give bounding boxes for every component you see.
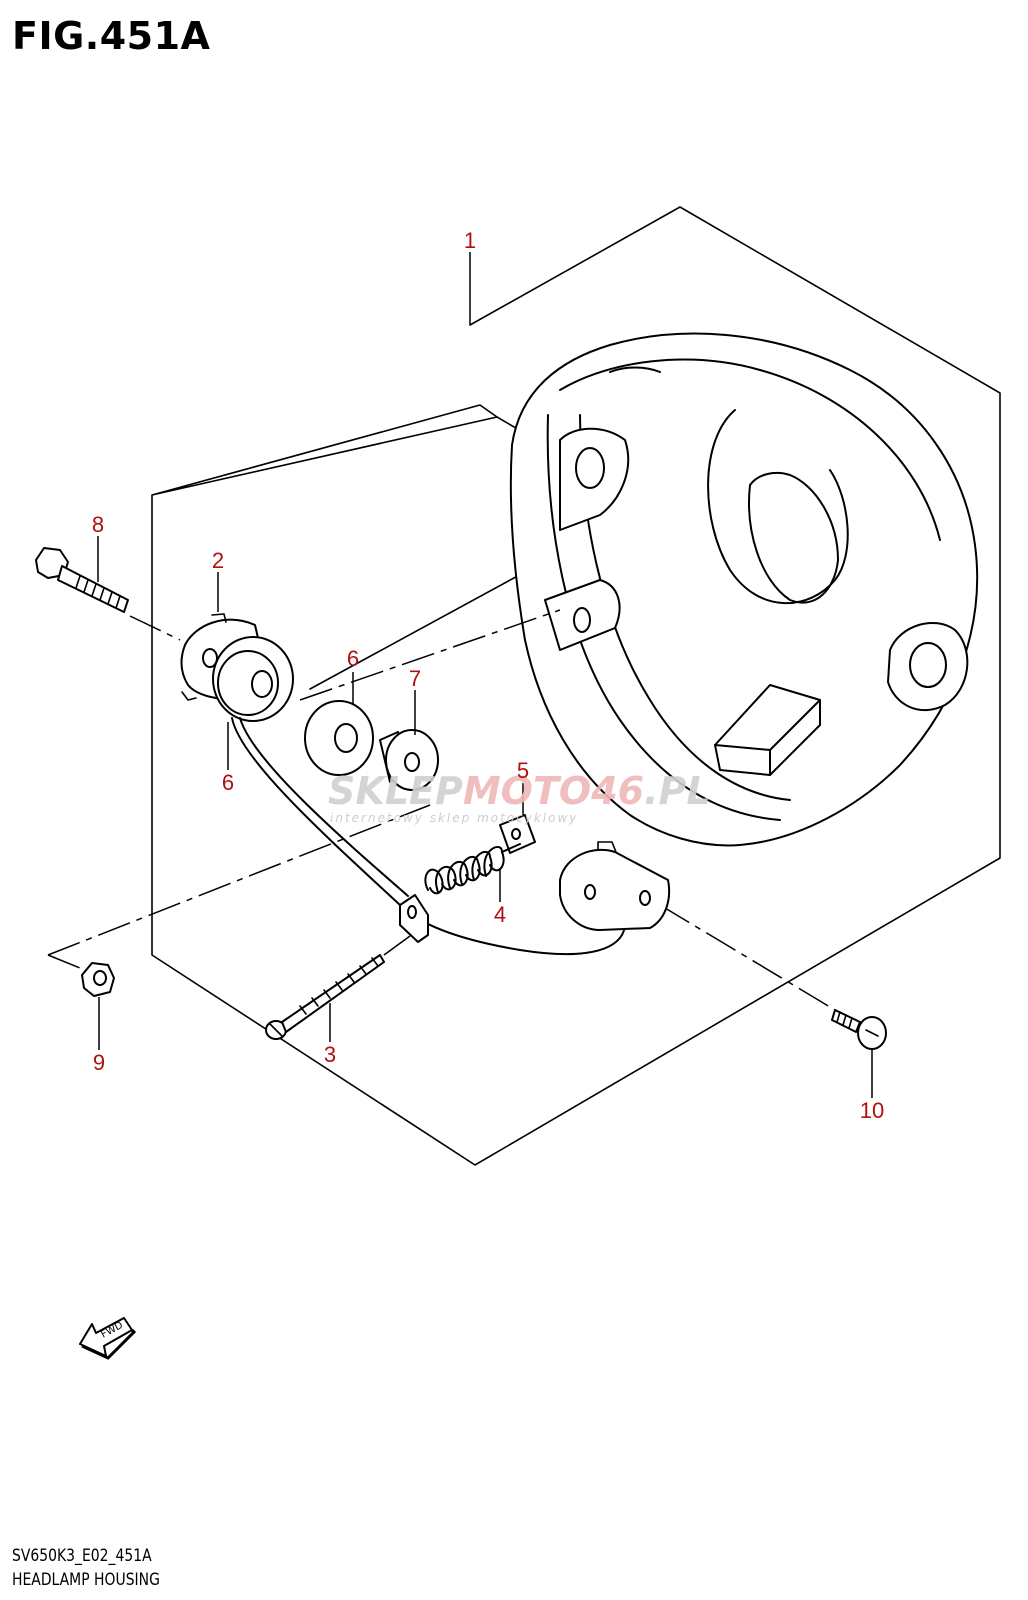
cushion-6-middle xyxy=(304,700,374,776)
bolt-8-axis xyxy=(129,615,181,641)
watermark-brand-1: SKLEP xyxy=(328,769,463,813)
callout-6-lower: 6 xyxy=(222,770,234,795)
screw-3 xyxy=(265,954,385,1040)
assembly-frame xyxy=(151,206,1001,1166)
callout-7: 7 xyxy=(409,666,421,691)
adjuster-bracket xyxy=(399,841,670,943)
callout-4: 4 xyxy=(494,902,506,927)
callout-5: 5 xyxy=(517,758,529,783)
collar-7 xyxy=(379,729,439,791)
watermark-brand-4: .PL xyxy=(644,769,711,813)
nut-9 xyxy=(81,962,115,997)
callout-1: 1 xyxy=(464,228,476,253)
watermark: SKLEPMOTO46.PL internetowy sklep motocyk… xyxy=(328,769,711,825)
watermark-brand-3: 46 xyxy=(590,769,644,813)
fwd-arrow-icon: FWD xyxy=(79,1317,137,1360)
callout-6-upper: 6 xyxy=(347,646,359,671)
figure-name: HEADLAMP HOUSING xyxy=(12,1570,160,1590)
spring-4 xyxy=(424,843,521,895)
callout-3: 3 xyxy=(324,1042,336,1067)
callout-8: 8 xyxy=(92,512,104,537)
axis-through-cushions xyxy=(299,609,561,701)
headlamp-housing xyxy=(509,332,979,847)
callout-10: 10 xyxy=(860,1098,884,1123)
screw-10 xyxy=(831,1009,887,1050)
watermark-brand-2: MOTO xyxy=(463,769,591,813)
axis-nut-leg xyxy=(47,954,81,969)
axis-to-nut xyxy=(47,804,431,956)
watermark-tagline: internetowy sklep motocyklowy xyxy=(330,811,578,825)
callout-9: 9 xyxy=(93,1050,105,1075)
axis-screw-10 xyxy=(659,904,836,1011)
screw-3-axis xyxy=(383,935,411,956)
cushion-6-left xyxy=(212,636,294,722)
figure-title: FIG.451A xyxy=(12,14,211,58)
stay-wire xyxy=(231,717,628,956)
svg-text:SKLEPMOTO46.PL: SKLEPMOTO46.PL xyxy=(328,769,711,813)
nut-plate-5 xyxy=(499,814,536,854)
bolt-8 xyxy=(35,547,129,613)
figure-code: SV650K3_E02_451A xyxy=(12,1546,152,1566)
callout-2: 2 xyxy=(212,548,224,573)
